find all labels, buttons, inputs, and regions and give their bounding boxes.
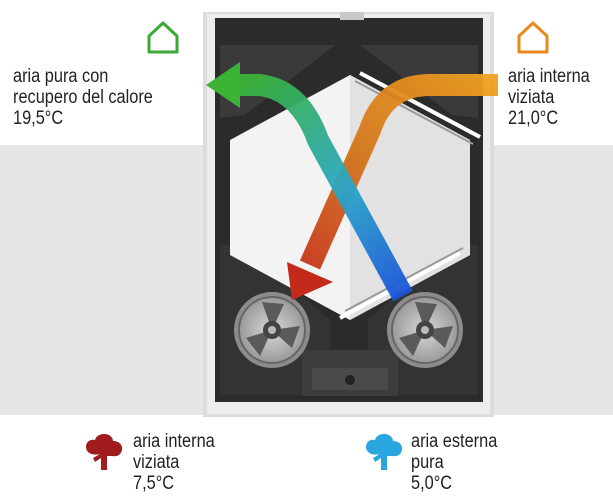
outdoor-air-temperature: 5,0°C (411, 473, 453, 494)
house-icon (517, 21, 549, 54)
exhaust-air-label: aria interna viziata 7,5°C (133, 431, 215, 494)
extract-air-temperature: 21,0°C (508, 108, 559, 129)
outdoor-air-label: aria esterna pura 5,0°C (411, 431, 497, 494)
tree-icon (86, 434, 123, 470)
exhaust-air-temperature: 7,5°C (133, 473, 175, 494)
extract-airflow-arrow (287, 74, 498, 300)
supply-air-temperature: 19,5°C (13, 108, 64, 129)
fan-right (387, 292, 463, 368)
extract-air-line2: viziata (508, 87, 555, 108)
tree-icon (366, 434, 403, 470)
house-icon (147, 21, 179, 54)
fan-left (234, 292, 310, 368)
outdoor-air-line2: pura (411, 452, 444, 473)
exhaust-air-line1: aria interna (133, 431, 215, 452)
supply-air-line2: recupero del calore (13, 87, 153, 108)
extract-air-line1: aria interna (508, 66, 590, 87)
extract-air-label: aria interna viziata 21,0°C (508, 66, 590, 129)
supply-air-label: aria pura con recupero del calore 19,5°C (13, 66, 153, 129)
supply-air-line1: aria pura con (13, 66, 109, 87)
outdoor-supply-airflow-arrow (206, 62, 413, 302)
outdoor-air-line1: aria esterna (411, 431, 498, 452)
exhaust-air-line2: viziata (133, 452, 180, 473)
